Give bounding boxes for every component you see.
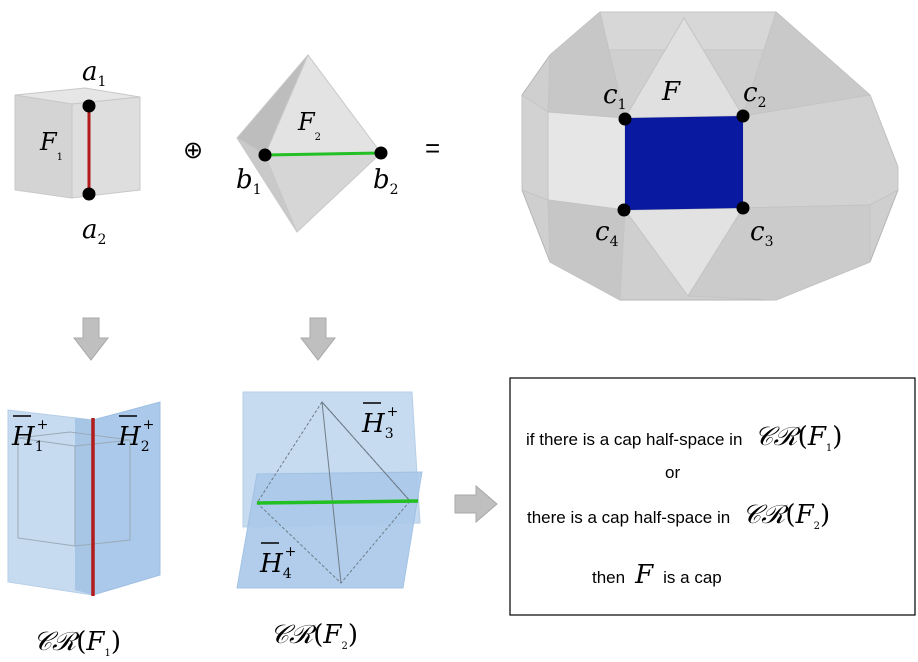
H3-label: H3+ xyxy=(361,404,398,442)
halfspace-overlap-strip xyxy=(75,418,93,595)
equals-symbol: = xyxy=(425,133,440,163)
cube-figure: F1 a1 a2 xyxy=(14,57,141,248)
oct-ghost-edge xyxy=(321,401,342,584)
halfspace-panel-F1: H1+ H2+ xyxy=(7,401,161,596)
minkowski-sum-symbol: ⊕ xyxy=(183,137,203,164)
right-arrow-icon xyxy=(454,484,498,524)
poly-lower-right xyxy=(687,204,871,301)
cube-side-face xyxy=(71,96,141,199)
vertex-c2-dot xyxy=(736,109,750,123)
oct-ghost-edge-2 xyxy=(321,401,411,502)
vertex-c4-dot xyxy=(617,203,631,217)
caption-CR-F1: 𝒞ℛ(F1) xyxy=(33,627,121,659)
vertex-c4-label: c4 xyxy=(595,217,619,250)
vertex-c1-dot xyxy=(618,112,632,126)
vertex-c3-label: c3 xyxy=(750,217,773,250)
sum-polytope-figure: F c1 c2 c3 c4 xyxy=(521,11,899,301)
down-arrow-left-icon xyxy=(72,317,110,361)
vertex-b1-dot xyxy=(258,148,272,162)
poly-right-face xyxy=(742,94,899,209)
oct-front-lower xyxy=(264,152,383,233)
vertex-b1-label: b1 xyxy=(236,165,262,198)
vertex-a1-label: a1 xyxy=(82,57,106,90)
vertex-a2-label: a2 xyxy=(82,215,106,248)
vertex-b2-dot xyxy=(374,146,388,160)
oct-edge-green xyxy=(264,151,382,157)
result-line-1: if there is a cap half-space in 𝒞ℛ(F1) xyxy=(526,422,842,454)
vertex-b2-label: b2 xyxy=(373,165,399,198)
result-line-3: there is a cap half-space in 𝒞ℛ(F2) xyxy=(527,500,830,532)
poly-left-face xyxy=(547,111,626,211)
poly-left-rim xyxy=(521,94,549,201)
cube-ghost-edge xyxy=(17,437,76,447)
octahedron-figure: F2 b1 b2 xyxy=(236,54,399,233)
oct-face-label: F2 xyxy=(297,108,321,143)
face-F-blue-square xyxy=(625,116,743,210)
vertex-c2-label: c2 xyxy=(743,78,766,111)
cube-outline-ghost xyxy=(17,431,131,547)
result-line-or: or xyxy=(665,463,680,482)
vertex-a2-dot xyxy=(82,187,96,201)
down-arrow-middle-icon xyxy=(299,317,337,361)
H4-label: H4+ xyxy=(259,544,296,582)
result-line-4: then F is a cap xyxy=(592,560,722,590)
poly-lower-left xyxy=(547,199,626,301)
result-box-border xyxy=(509,377,916,616)
poly-face-F-label: F xyxy=(661,77,681,107)
H2-label: H2+ xyxy=(117,417,154,455)
vertex-c3-dot xyxy=(736,201,750,215)
caption-CR-F2: 𝒞ℛ(F2) xyxy=(270,620,358,652)
cube-face-label: F1 xyxy=(39,128,63,163)
result-box: if there is a cap half-space in 𝒞ℛ(F1) o… xyxy=(509,377,916,616)
vertex-c1-label: c1 xyxy=(603,80,626,113)
H1-label: H1+ xyxy=(11,417,48,455)
vertex-a1-dot xyxy=(82,99,96,113)
F2-edge-green xyxy=(256,499,419,505)
cube-ghost-edge-2 xyxy=(74,439,131,447)
halfspace-panel-F2: H3+ H4+ xyxy=(236,391,423,589)
